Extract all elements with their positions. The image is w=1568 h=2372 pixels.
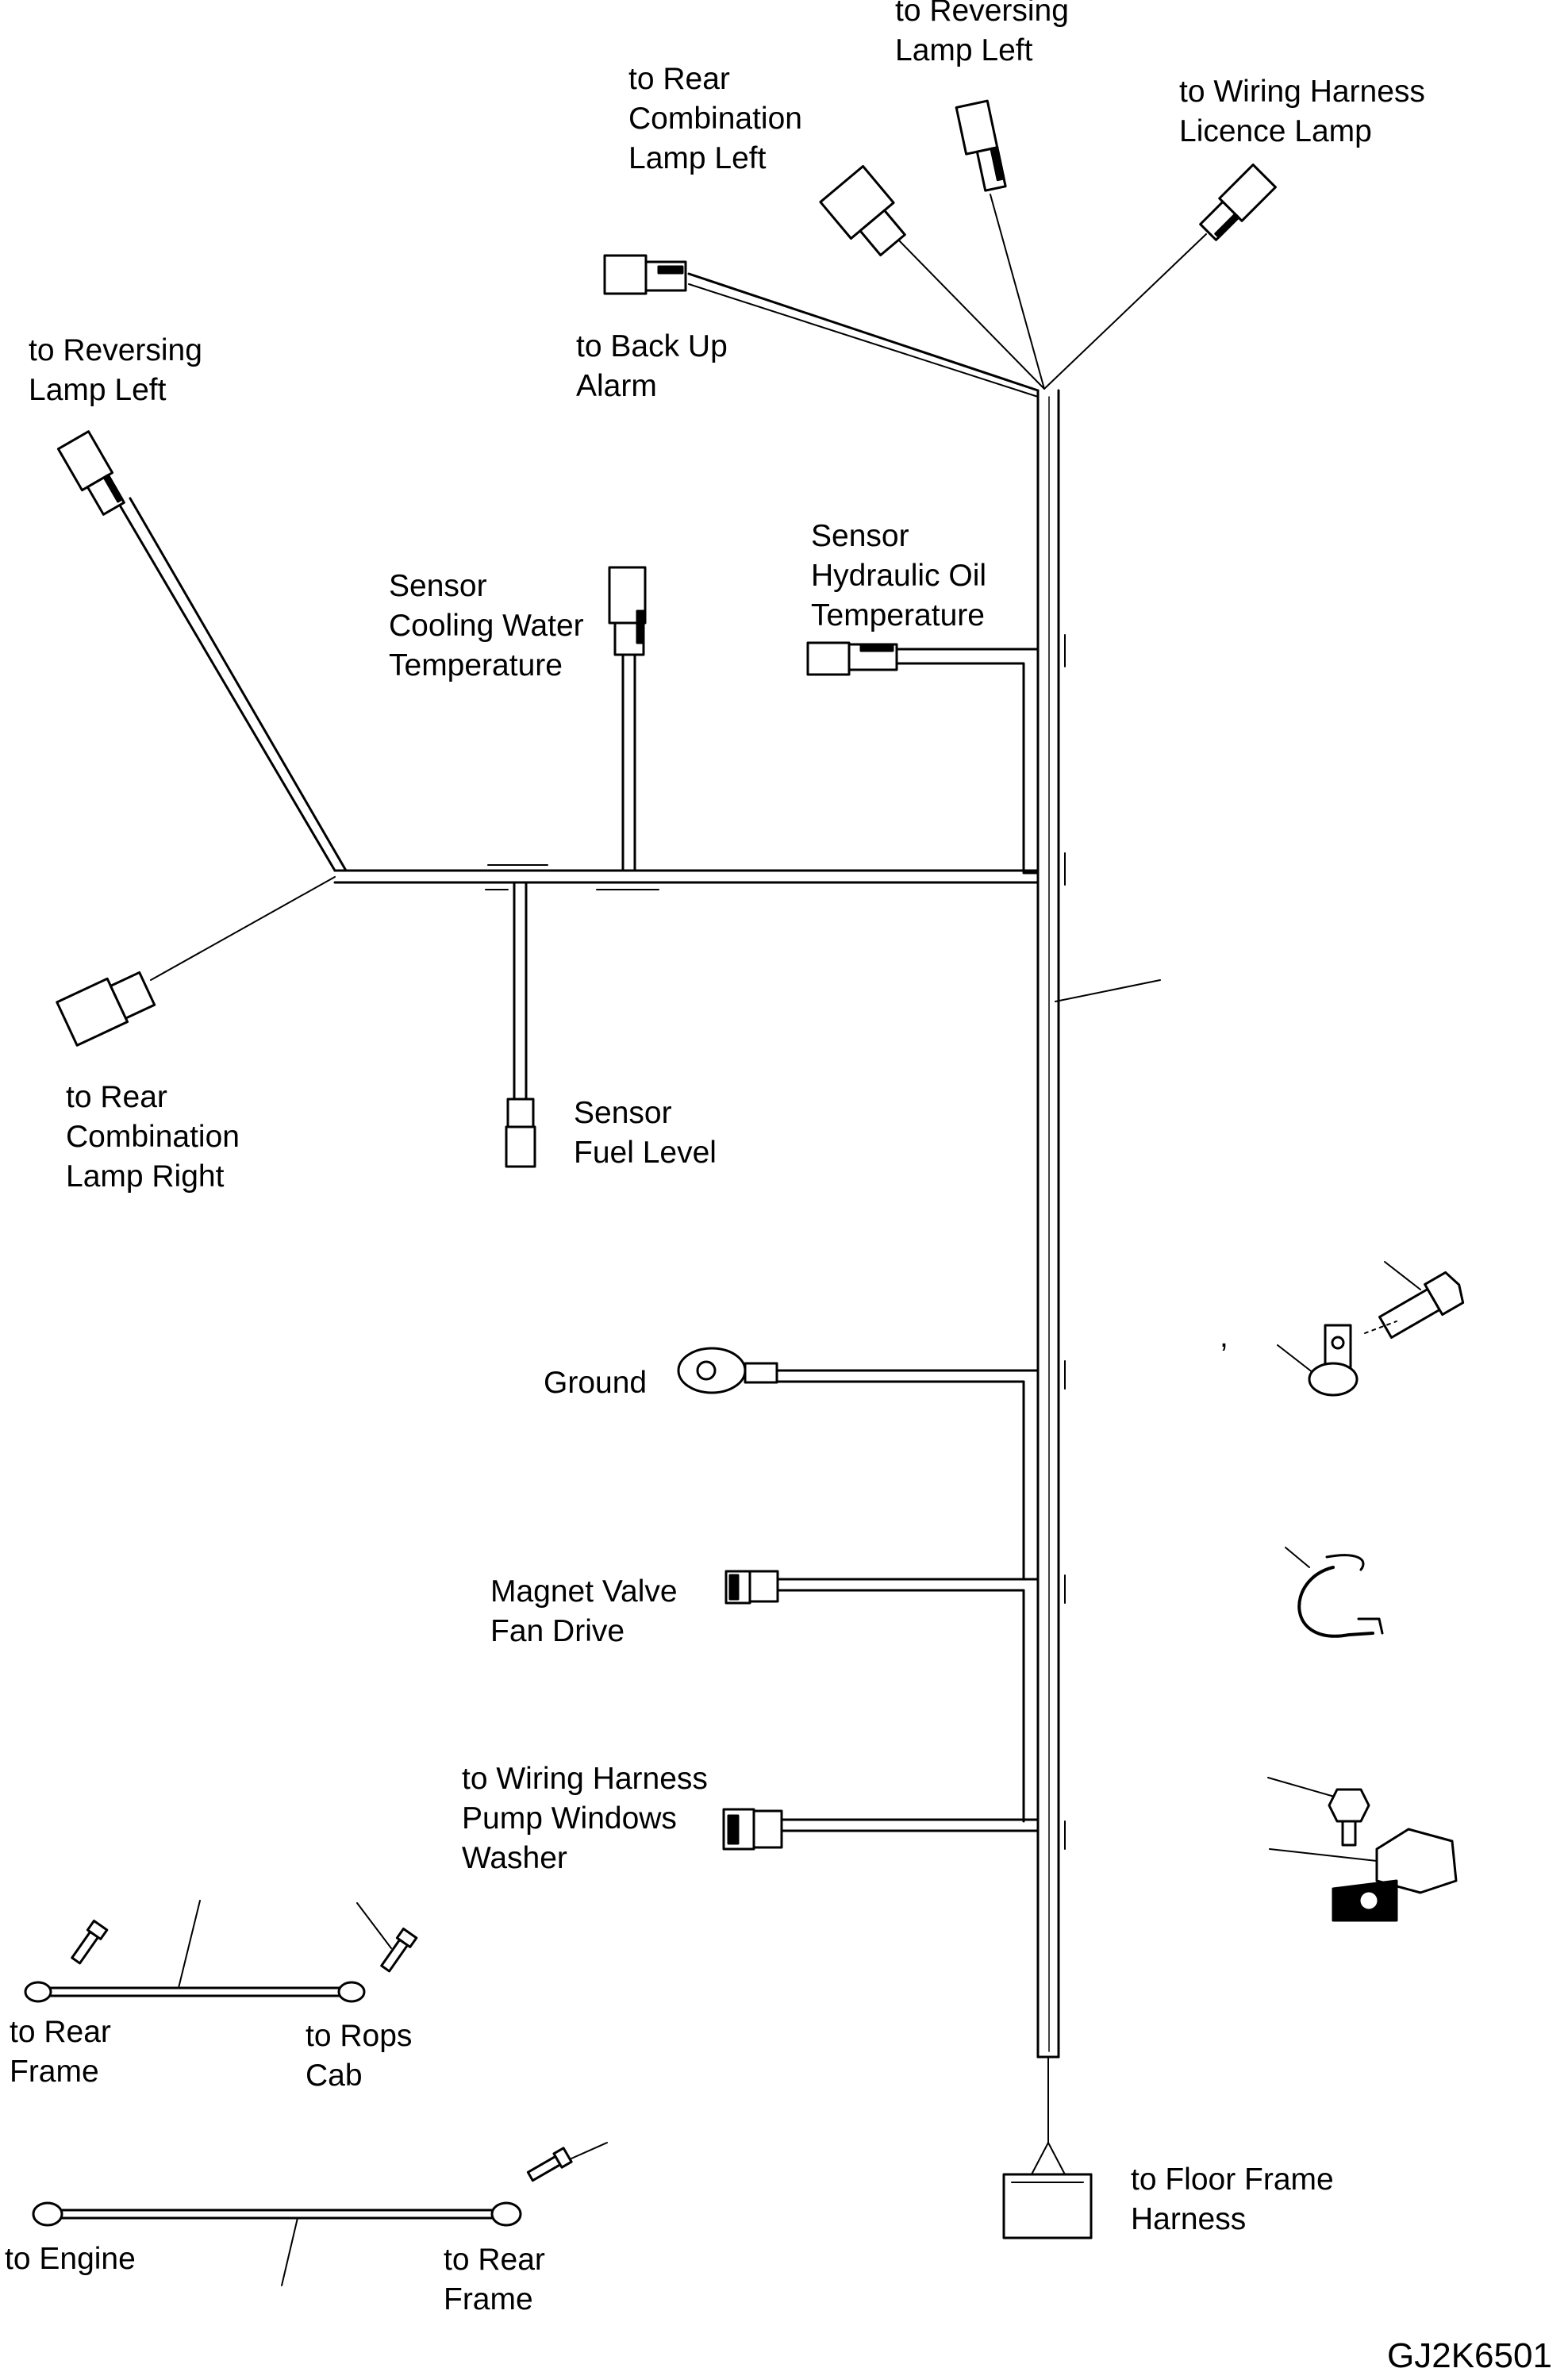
label-ground: Ground <box>544 1366 648 1400</box>
drawing-code: GJ2K6501 <box>1387 2336 1552 2372</box>
connector-licence-lamp <box>1199 163 1277 241</box>
label-sensor-fuel-level: Sensor Fuel Level <box>574 1096 717 1170</box>
main-trunk <box>1036 389 1161 2059</box>
connector-rear-combination-lamp-left <box>819 165 906 256</box>
label-reversing-lamp-left-side: to Reversing Lamp Left <box>29 333 202 407</box>
label-rear-combination-lamp-right: to Rear Combination Lamp Right <box>66 1080 240 1194</box>
label-sensor-cooling-water: Sensor Cooling Water Temperature <box>389 569 584 682</box>
label-reversing-lamp-left-top: to Reversing Lamp Left <box>895 0 1069 67</box>
label-floor-frame-harness: to Floor Frame Harness <box>1131 2162 1334 2236</box>
branch-hydraulic-oil-sensor <box>806 641 1040 875</box>
label-cable1-rops-cab: to Rops Cab <box>306 2019 413 2093</box>
stray-mark: , <box>1220 1320 1228 1354</box>
label-cable2-engine: to Engine <box>5 2242 136 2276</box>
connector-back-up-alarm <box>603 254 687 295</box>
ground-cable-rear-frame-rops-cab <box>24 1900 418 2003</box>
bolt-and-clip <box>1277 1261 1465 1397</box>
top-fan-branches <box>687 194 1207 398</box>
label-cable2-rear-frame: to Rear Frame <box>444 2243 545 2316</box>
label-back-up-alarm: to Back Up Alarm <box>576 329 728 403</box>
label-cable1-rear-frame: to Rear Frame <box>10 2015 111 2089</box>
floor-frame-connector <box>1002 2056 1093 2239</box>
branch-fuel-level-sensor <box>505 881 536 1168</box>
branch-magnet-valve <box>724 1570 1040 1823</box>
branch-ground <box>677 1347 1040 1581</box>
cross-branch <box>333 864 1040 890</box>
label-wiring-harness-pump-windows-washer: to Wiring Harness Pump Windows Washer <box>462 1762 708 1875</box>
label-sensor-hydraulic-oil: Sensor Hydraulic Oil Temperature <box>811 519 987 632</box>
label-rear-combination-lamp-left: to Rear Combination Lamp Left <box>628 62 802 175</box>
label-magnet-valve-fan-drive: Magnet Valve Fan Drive <box>490 1574 678 1648</box>
branch-reversing-lamp-left-side <box>56 430 348 872</box>
saddle-clamp <box>1267 1777 1458 1922</box>
branch-pump-windows-washer <box>722 1808 1040 1851</box>
connector-reversing-lamp-left-top <box>955 99 1007 192</box>
label-wiring-harness-licence-lamp: to Wiring Harness Licence Lamp <box>1179 75 1425 148</box>
branch-rear-combination-lamp-right <box>56 876 336 1047</box>
branch-cooling-water-sensor <box>608 566 647 872</box>
band-clamp <box>1285 1547 1384 1638</box>
ground-cable-engine-rear-frame <box>32 2142 608 2286</box>
